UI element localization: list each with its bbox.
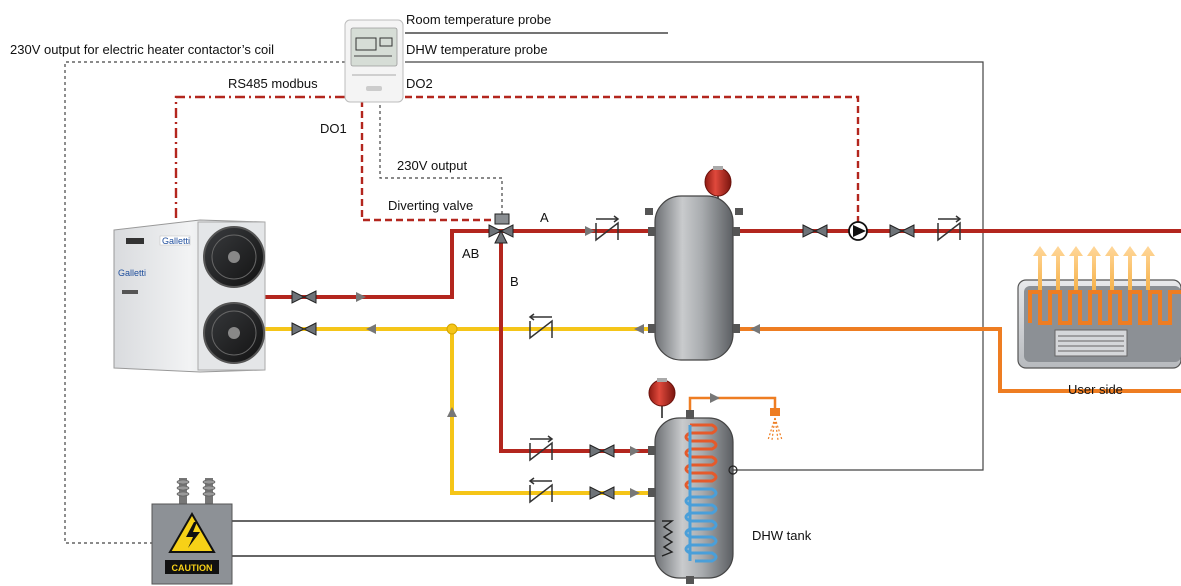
signal-wiring [64, 32, 984, 557]
check-valve-icon [937, 215, 962, 242]
labels: Room temperature probe DHW temperature p… [10, 12, 1123, 543]
flow-arrow [366, 324, 376, 334]
check-valves [528, 215, 962, 504]
shutoff-valve-icon [889, 224, 915, 238]
port-ab-label: AB [462, 246, 479, 261]
user-return-pipe [737, 327, 1181, 393]
flow-arrow [356, 292, 366, 302]
check-valve-icon [528, 477, 553, 504]
dhw-probe-sensor [728, 465, 738, 475]
tee-junction [446, 323, 458, 335]
terminal-heat-coil [1028, 290, 1181, 325]
user-side-label: User side [1068, 382, 1123, 397]
check-valve-icon [528, 313, 553, 340]
heat-pump-brand-side: Galletti [118, 268, 146, 278]
flow-arrow [630, 488, 640, 498]
flow-arrow [750, 324, 760, 334]
room-probe-label: Room temperature probe [406, 12, 551, 27]
port-a-label: A [540, 210, 549, 225]
shutoff-valve-icon [589, 486, 615, 500]
dhw-tank-label: DHW tank [752, 528, 812, 543]
heater-coil-wire [64, 61, 345, 544]
shutoff-valve-icon [291, 290, 317, 304]
fan-coil-terminal-icon [1017, 246, 1181, 369]
three-way-valve-icon [488, 213, 514, 244]
do2-wire [405, 95, 860, 222]
diverting-valve-wire [379, 105, 503, 215]
heat-pump-unit-icon: Galletti Galletti [113, 219, 266, 373]
check-valve-icon [595, 215, 620, 242]
port-b-label: B [510, 274, 519, 289]
flow-arrow [710, 393, 720, 403]
output-230v-label: 230V output [397, 158, 468, 173]
heat-emission-arrows [1033, 246, 1155, 290]
heat-pump-brand: Galletti [162, 236, 190, 246]
dhw-supply-pipe [688, 396, 777, 415]
dhw-probe-wire [405, 61, 984, 471]
heater-coil-label: 230V output for electric heater contacto… [10, 42, 274, 57]
check-valve-icon [529, 435, 554, 462]
shutoff-valve-icon [589, 444, 615, 458]
flow-arrow [630, 446, 640, 456]
dhw-probe-label: DHW temperature probe [406, 42, 548, 57]
shutoff-valves [291, 224, 915, 500]
shutoff-valve-icon [802, 224, 828, 238]
flow-arrow [585, 226, 595, 236]
do1-label: DO1 [320, 121, 347, 136]
circulation-pump-icon [848, 221, 868, 241]
thermostat-controller-icon [344, 19, 404, 103]
return-dhw-pipe [450, 329, 655, 495]
diverting-valve-label: Diverting valve [388, 198, 473, 213]
dhw-coil-cold [684, 487, 718, 563]
dhw-tank-icon [648, 378, 738, 584]
shower-head-icon [767, 408, 783, 441]
buffer-tank-icon [645, 166, 743, 361]
shutoff-valve-icon [291, 322, 317, 336]
supply-dhw-pipe [499, 238, 655, 453]
high-voltage-box-icon: CAUTION [151, 478, 233, 585]
supply-main-pipe [265, 229, 652, 299]
flow-arrows [356, 226, 760, 498]
rs485-modbus-wire [174, 95, 345, 222]
flow-arrow [447, 407, 457, 417]
flow-arrow [634, 324, 644, 334]
rs485-label: RS485 modbus [228, 76, 318, 91]
caution-label: CAUTION [172, 563, 213, 573]
electric-heater-element [661, 520, 675, 557]
do2-label: DO2 [406, 76, 433, 91]
do1-wire [360, 100, 495, 222]
